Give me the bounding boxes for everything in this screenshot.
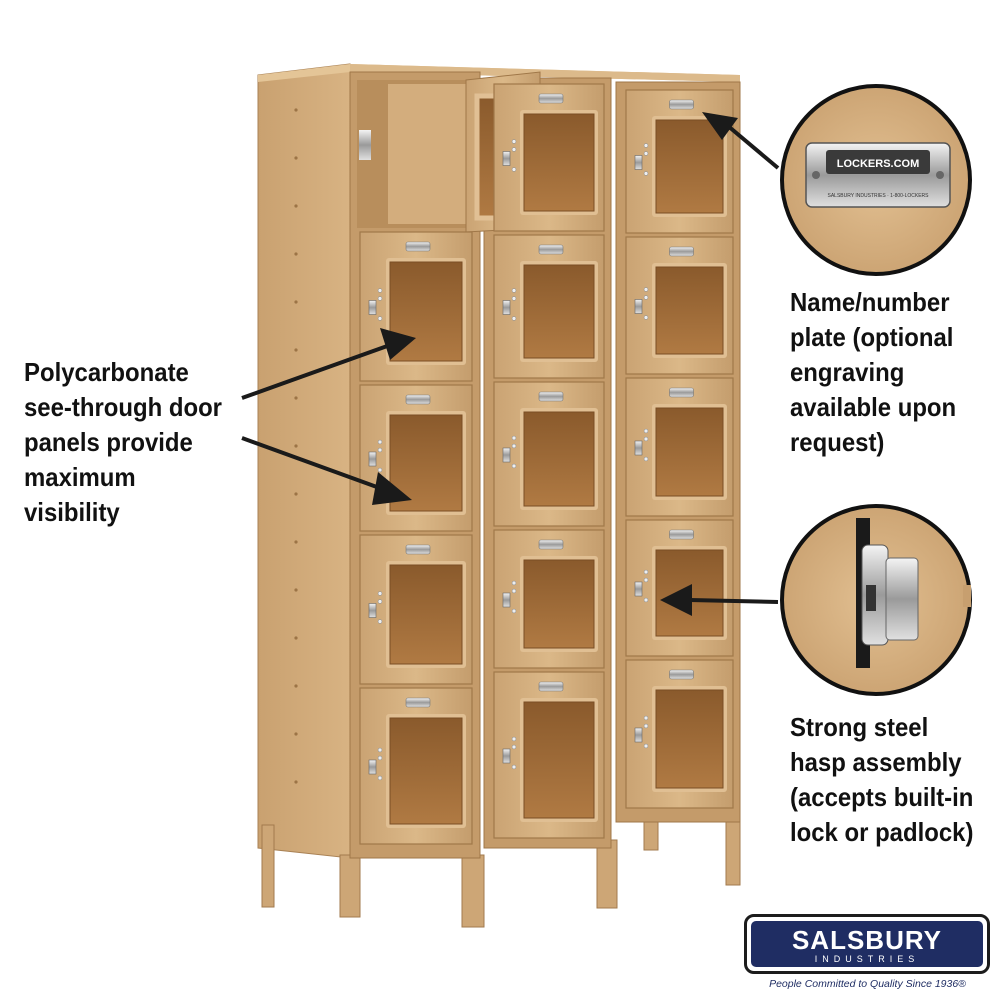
nameplate-callout: Name/number plate (optional engraving av… <box>790 287 957 457</box>
hasp-detail-circle <box>780 504 972 696</box>
locker-door <box>359 687 473 845</box>
locker-legs <box>261 814 741 928</box>
locker-door <box>625 377 734 517</box>
locker-doors <box>294 83 734 845</box>
door-panel-callout: Polycarbonate see-through door panels pr… <box>24 357 223 527</box>
locker-top <box>350 64 740 82</box>
logo-tagline: People Committed to Quality Since 1936® <box>769 978 966 990</box>
locker-door <box>493 83 605 232</box>
locker-door <box>493 234 605 379</box>
open-locker-compartment <box>357 80 475 228</box>
locker-door <box>625 519 734 657</box>
locker-door <box>625 236 734 375</box>
logo-subtitle: INDUSTRIES <box>814 954 920 964</box>
logo-wordmark: SALSBURY <box>791 925 943 955</box>
nameplate-subtitle: SALSBURY INDUSTRIES · 1-800-LOCKERS <box>828 193 930 199</box>
locker-door <box>493 529 605 669</box>
salsbury-logo: SALSBURY INDUSTRIES <box>744 914 990 974</box>
locker-door <box>359 231 473 382</box>
locker-door <box>625 659 734 809</box>
locker-door <box>493 381 605 527</box>
locker-door <box>625 89 734 234</box>
nameplate-detail-circle: LOCKERS.COM SALSBURY INDUSTRIES · 1-800-… <box>780 84 972 276</box>
locker-door <box>493 671 605 839</box>
hasp-callout: Strong steel hasp assembly (accepts buil… <box>790 712 974 847</box>
callout-arrows <box>241 112 780 616</box>
nameplate-title: LOCKERS.COM <box>837 158 920 170</box>
locker-door <box>359 384 473 532</box>
side-panel-rivets <box>294 108 298 784</box>
locker-door <box>359 534 473 685</box>
